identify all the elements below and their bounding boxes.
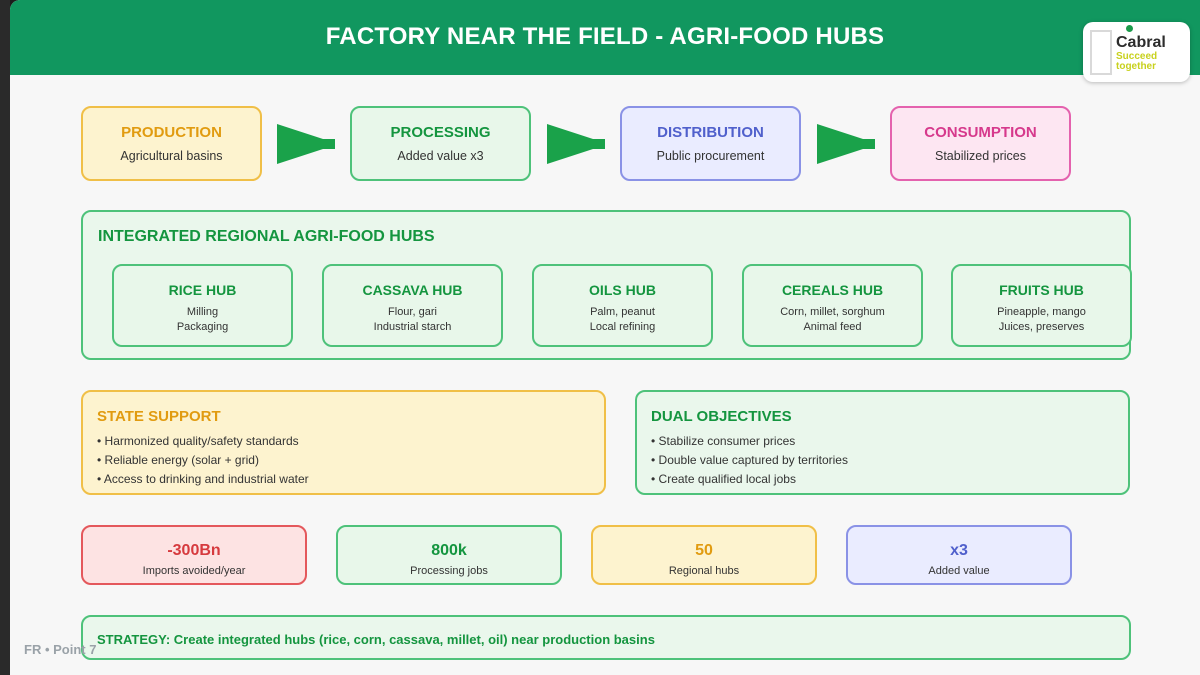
hub-detail: Corn, millet, sorghum [780, 306, 885, 318]
flow-processing-box: PROCESSING Added value x3 [350, 106, 531, 181]
hub-card-rice: RICE HUB Milling Packaging [112, 264, 293, 347]
kpi-value: 800k [431, 542, 467, 559]
bullet-item: • Stabilize consumer prices [651, 434, 796, 448]
brand-logo: Cabral Succeed together [1083, 22, 1190, 82]
hub-detail: Industrial starch [373, 321, 452, 333]
flow-arrow-icon [547, 124, 605, 164]
state-support-heading: STATE SUPPORT [97, 408, 221, 425]
kpi-label: Processing jobs [410, 565, 488, 577]
hub-card-oils: OILS HUB Palm, peanut Local refining [532, 264, 713, 347]
hubs-heading: INTEGRATED REGIONAL AGRI-FOOD HUBS [98, 228, 435, 245]
hub-detail: Pineapple, mango [997, 306, 1086, 318]
flow-title: PROCESSING [390, 124, 491, 141]
kpi-value: 50 [695, 542, 713, 559]
kpi-label: Imports avoided/year [142, 565, 246, 577]
kpi-value: -300Bn [167, 542, 221, 559]
flow-subtitle: Public procurement [656, 149, 765, 163]
hub-detail: Animal feed [803, 321, 862, 333]
hubs-panel: INTEGRATED REGIONAL AGRI-FOOD HUBS RICE … [81, 210, 1132, 360]
bullet-item: • Double value captured by territories [651, 453, 848, 467]
flow-title: PRODUCTION [121, 124, 222, 141]
flow-title: DISTRIBUTION [657, 124, 764, 141]
bullet-item: • Harmonized quality/safety standards [97, 434, 299, 448]
slide-label: FR • Point 7 [24, 642, 97, 657]
logo-name: Cabral [1116, 34, 1166, 51]
hub-title: FRUITS HUB [999, 282, 1084, 298]
flow-title: CONSUMPTION [924, 124, 1037, 141]
left-sidebar-strip [0, 0, 10, 675]
hub-card-fruits: FRUITS HUB Pineapple, mango Juices, pres… [951, 264, 1132, 347]
hub-title: RICE HUB [168, 282, 237, 298]
header-bar: FACTORY NEAR THE FIELD - AGRI-FOOD HUBS [10, 0, 1200, 75]
flow-consumption-box: CONSUMPTION Stabilized prices [890, 106, 1071, 181]
kpi-value: x3 [950, 542, 968, 559]
dual-objectives-heading: DUAL OBJECTIVES [651, 408, 792, 425]
hub-card-cereals: CEREALS HUB Corn, millet, sorghum Animal… [742, 264, 923, 347]
hub-detail: Local refining [589, 321, 656, 333]
bullet-item: • Create qualified local jobs [651, 472, 796, 486]
flow-distribution-box: DISTRIBUTION Public procurement [620, 106, 801, 181]
strategy-text: STRATEGY: Create integrated hubs (rice, … [97, 632, 655, 647]
kpi-label: Added value [928, 565, 990, 577]
flow-subtitle: Added value x3 [397, 149, 484, 163]
kpi-label: Regional hubs [668, 565, 740, 577]
hub-detail: Juices, preserves [998, 321, 1085, 333]
flow-arrow-icon [277, 124, 335, 164]
hub-detail: Palm, peanut [590, 306, 655, 318]
kpi-regional-hubs: 50 Regional hubs [591, 525, 817, 585]
kpi-imports-avoided: -300Bn Imports avoided/year [81, 525, 307, 585]
flow-subtitle: Agricultural basins [120, 149, 223, 163]
flow-production-box: PRODUCTION Agricultural basins [81, 106, 262, 181]
logo-dot-icon [1126, 25, 1133, 32]
hub-detail: Packaging [176, 321, 229, 333]
hub-title: OILS HUB [589, 282, 656, 298]
kpi-processing-jobs: 800k Processing jobs [336, 525, 562, 585]
bullet-item: • Reliable energy (solar + grid) [97, 453, 259, 467]
flow-arrow-icon [817, 124, 875, 164]
flow-subtitle: Stabilized prices [934, 149, 1026, 163]
hub-card-cassava: CASSAVA HUB Flour, gari Industrial starc… [322, 264, 503, 347]
state-support-panel: STATE SUPPORT • Harmonized quality/safet… [81, 390, 606, 495]
bullet-item: • Access to drinking and industrial wate… [97, 472, 309, 486]
page-title: FACTORY NEAR THE FIELD - AGRI-FOOD HUBS [325, 23, 885, 50]
kpi-added-value: x3 Added value [846, 525, 1072, 585]
dual-objectives-panel: DUAL OBJECTIVES • Stabilize consumer pri… [635, 390, 1130, 495]
hub-detail: Milling [186, 306, 219, 318]
hub-title: CEREALS HUB [781, 282, 884, 298]
slide-card: FACTORY NEAR THE FIELD - AGRI-FOOD HUBS … [10, 0, 1200, 675]
logo-tagline: Succeed together [1116, 51, 1158, 72]
cabral-logo-icon [1090, 30, 1112, 75]
hub-detail: Flour, gari [388, 306, 437, 318]
strategy-banner: STRATEGY: Create integrated hubs (rice, … [81, 615, 1131, 660]
hub-title: CASSAVA HUB [362, 282, 463, 298]
